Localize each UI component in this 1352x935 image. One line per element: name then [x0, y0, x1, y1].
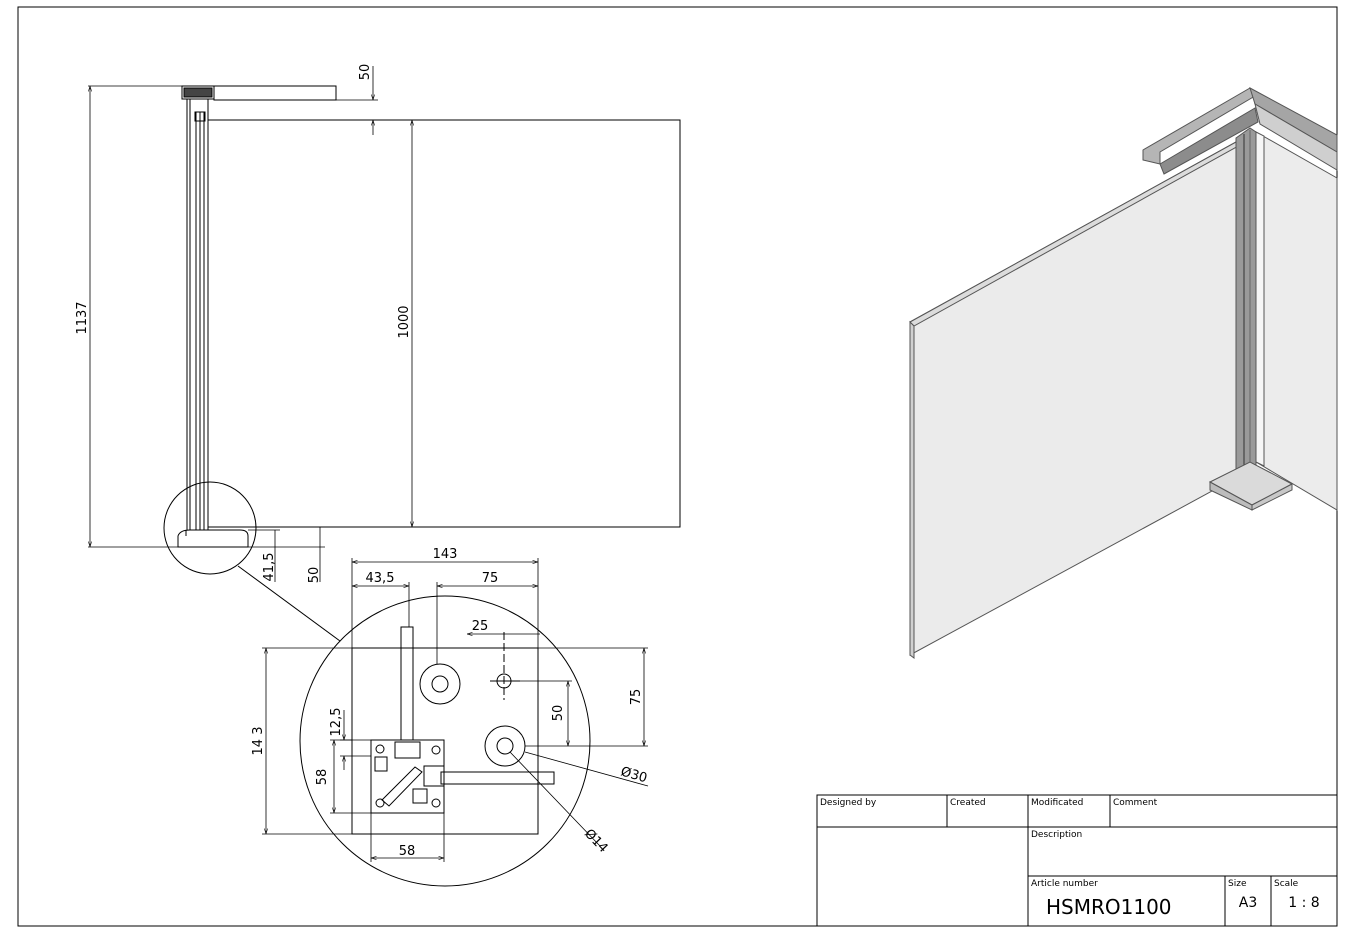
- comment-label: Comment: [1113, 798, 1158, 808]
- article-number-label: Article number: [1031, 879, 1098, 889]
- detail-right-75-label: 75: [629, 689, 644, 706]
- created-label: Created: [950, 798, 986, 808]
- detail-offset-x-label: 43,5: [366, 571, 395, 586]
- dim-glass-height-label: 1000: [397, 305, 412, 338]
- post-top-clamp: [194, 111, 206, 122]
- iso-base-right: [1251, 483, 1293, 511]
- iso-glass-left-side-edge: [909, 320, 915, 659]
- detail-leader: [237, 565, 341, 642]
- hole-right-inner: [496, 737, 514, 755]
- hole-left-outer: [419, 663, 461, 705]
- corner-profile: [370, 739, 445, 814]
- detail-callout-circle: [163, 481, 257, 575]
- size-label: Size: [1228, 879, 1247, 889]
- title-block: [816, 794, 1338, 927]
- iso-glass-right: [1255, 131, 1338, 511]
- handrail-extension: [213, 85, 337, 101]
- detail-height-label: 14 3: [251, 727, 266, 756]
- dim-top-offset: [214, 66, 378, 135]
- iso-handrail-right-front: [1254, 102, 1338, 171]
- iso-glass-right-edge: [1255, 131, 1265, 467]
- detail-58-vertical-label: 58: [315, 769, 330, 786]
- detail-dimensions: [262, 558, 649, 862]
- dim-bottom-offset-label: 50: [307, 567, 322, 584]
- detail-span-25-label: 25: [472, 619, 489, 634]
- article-number-value: HSMRO1100: [1046, 895, 1172, 919]
- scale-value: 1 : 8: [1288, 895, 1319, 911]
- base-foot: [177, 529, 249, 548]
- handrail-cap-inner: [183, 87, 213, 98]
- dim-base-height: [248, 529, 280, 582]
- detail-plan-view: [299, 595, 591, 887]
- detail-right-50-label: 50: [551, 705, 566, 722]
- detail-58-horizontal-label: 58: [399, 844, 416, 859]
- description-label: Description: [1031, 830, 1082, 840]
- iso-handrail-inner: [1159, 107, 1259, 175]
- modificated-label: Modificated: [1031, 798, 1083, 808]
- size-value: A3: [1239, 895, 1257, 911]
- glass-strip-horizontal: [440, 771, 555, 785]
- hole-left-inner: [431, 675, 449, 693]
- glass-panel-side: [207, 119, 681, 528]
- dim-overall-height-label: 1137: [75, 301, 90, 334]
- dim-overall-height: [88, 85, 182, 548]
- side-elevation-view: [163, 85, 681, 642]
- detail-12-5-label: 12,5: [329, 708, 344, 737]
- detail-width-label: 143: [433, 547, 458, 562]
- dim-top-offset-label: 50: [358, 64, 373, 81]
- hole-d30-label: Ø30: [619, 764, 649, 786]
- iso-glass-left: [909, 141, 1237, 656]
- base-plate: [351, 647, 539, 835]
- hole-right-outer: [484, 725, 526, 767]
- iso-corner-post: [1235, 127, 1257, 481]
- scale-label: Scale: [1274, 879, 1299, 889]
- isometric-view: [909, 86, 1338, 659]
- glass-strip-vertical: [400, 626, 414, 741]
- designed-by-label: Designed by: [820, 798, 877, 808]
- detail-span-75-top-label: 75: [482, 571, 499, 586]
- detail-circle: [299, 595, 591, 887]
- dim-base-height-label: 41,5: [262, 553, 277, 582]
- dim-bottom-offset: [248, 527, 325, 582]
